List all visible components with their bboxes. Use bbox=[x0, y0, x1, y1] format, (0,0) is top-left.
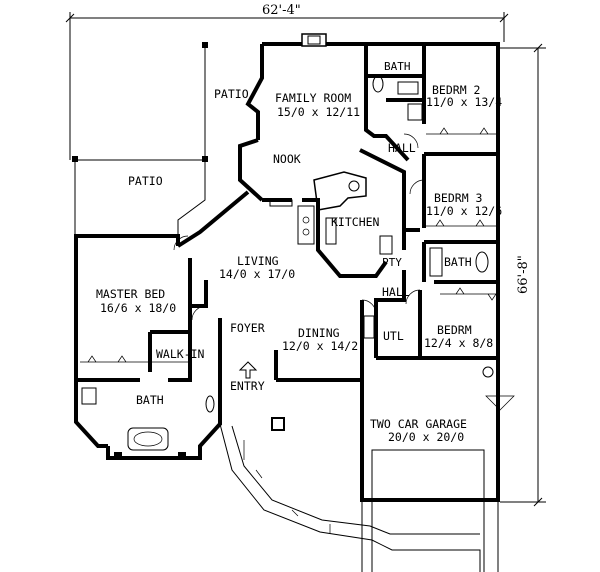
dining-size: 12/0 x 14/2 bbox=[282, 339, 358, 353]
master-bed-name: MASTER BED bbox=[96, 287, 165, 301]
dining-name: DINING bbox=[298, 326, 340, 340]
family-room-name: FAMILY ROOM bbox=[275, 91, 351, 105]
exterior-walls bbox=[74, 42, 500, 502]
interior-walls bbox=[76, 44, 498, 382]
kitchen-label: KITCHEN bbox=[331, 215, 380, 229]
entry-arrow bbox=[238, 361, 285, 431]
depth-dimension bbox=[500, 43, 546, 507]
width-label: 62'-4" bbox=[262, 3, 301, 18]
entry-label: ENTRY bbox=[230, 379, 265, 393]
utility-label: UTL bbox=[383, 329, 404, 343]
door-swings bbox=[173, 133, 515, 411]
chimney bbox=[301, 33, 327, 47]
garage-size: 20/0 x 20/0 bbox=[388, 430, 464, 444]
bedroom3-size: 11/0 x 12/6 bbox=[426, 204, 502, 218]
nook-label: NOOK bbox=[273, 152, 301, 166]
patio-left-label: PATIO bbox=[128, 174, 163, 188]
bath-master-label: BATH bbox=[136, 393, 164, 407]
patio-top-label: PATIO bbox=[214, 87, 249, 101]
patio-outlines bbox=[72, 42, 208, 246]
hall-mid-label: HALL bbox=[382, 285, 410, 299]
bedroom2-size: 11/0 x 13/4 bbox=[426, 95, 502, 109]
hall-top-label: HALL bbox=[388, 141, 416, 155]
bedroom4-name: BEDRM bbox=[437, 323, 472, 337]
living-size: 14/0 x 17/0 bbox=[219, 267, 295, 281]
master-bed-size: 16/6 x 18/0 bbox=[100, 301, 176, 315]
bath-top-label: BATH bbox=[384, 60, 411, 73]
closet-shelves bbox=[80, 127, 497, 363]
walk-in-label: WALK-IN bbox=[156, 347, 205, 361]
driveway bbox=[219, 423, 499, 572]
living-name: LIVING bbox=[237, 254, 279, 268]
garage-name: TWO CAR GARAGE bbox=[370, 417, 467, 431]
pantry-label: PTY bbox=[382, 256, 402, 269]
bedroom2-name: BEDRM 2 bbox=[432, 83, 480, 97]
kitchen-island bbox=[269, 171, 393, 255]
width-dimension bbox=[65, 12, 509, 160]
family-room-size: 15/0 x 12/11 bbox=[277, 105, 360, 119]
bedroom3-name: BEDRM 3 bbox=[434, 191, 483, 205]
bath-fixtures bbox=[81, 75, 494, 460]
bath-mid-label: BATH bbox=[444, 255, 472, 269]
depth-label: 66'-8" bbox=[516, 255, 531, 294]
foyer-label: FOYER bbox=[230, 321, 265, 335]
bedroom4-size: 12/4 x 8/8 bbox=[424, 336, 493, 350]
